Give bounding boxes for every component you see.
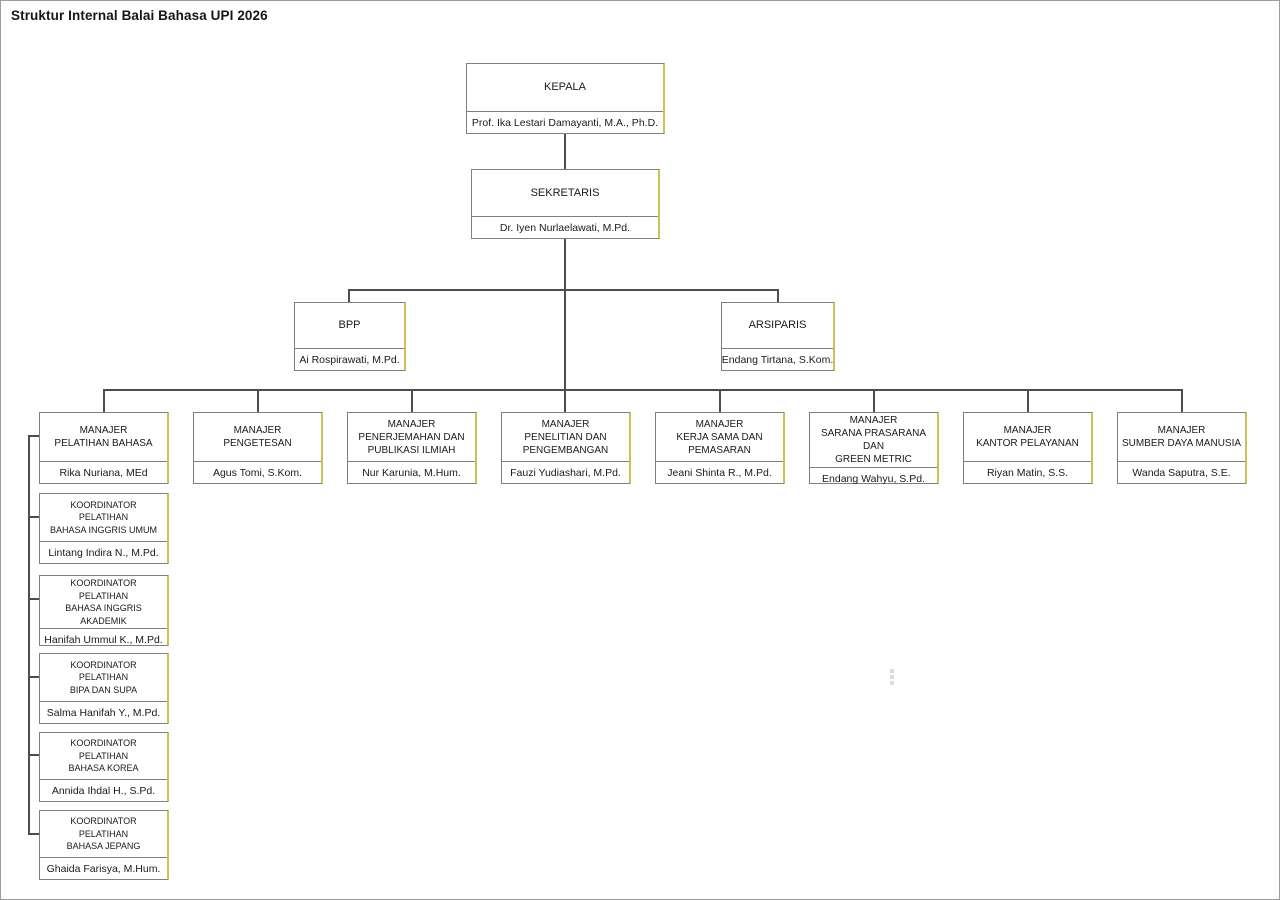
org-node-manager-sdm: MANAJER SUMBER DAYA MANUSIA Wanda Saputr… (1117, 412, 1247, 484)
node-title-coordinator-1: KOORDINATOR PELATIHAN BAHASA INGGRIS UMU… (40, 494, 167, 542)
node-title-kepala: KEPALA (467, 64, 663, 112)
connector-drop-arsiparis (777, 289, 779, 303)
connector-drop-manager-6 (873, 389, 875, 413)
connector-drop-manager-8 (1181, 389, 1183, 413)
node-person-arsiparis: Endang Tirtana, S.Kom. (721, 353, 834, 366)
org-node-koordinator-jepang: KOORDINATOR PELATIHAN BAHASA JEPANG Ghai… (39, 810, 169, 880)
node-person-manager-5: Jeani Shinta R., M.Pd. (667, 466, 772, 479)
node-person-manager-4: Fauzi Yudiashari, M.Pd. (510, 466, 621, 479)
connector-drop-bpp (348, 289, 350, 303)
connector-stub-coordinator-5 (28, 833, 40, 835)
node-title-bpp: BPP (295, 303, 404, 349)
node-person-manager-6: Endang Wahyu, S.Pd. (822, 472, 925, 485)
connector-drop-manager-1 (103, 389, 105, 413)
node-title-coordinator-4: KOORDINATOR PELATIHAN BAHASA KOREA (40, 733, 167, 780)
org-node-kepala: KEPALA Prof. Ika Lestari Damayanti, M.A.… (466, 63, 665, 134)
connector-drop-manager-2 (257, 389, 259, 413)
connector-stub-coordinator-1 (28, 516, 40, 518)
node-title-manager-8: MANAJER SUMBER DAYA MANUSIA (1118, 413, 1245, 462)
org-node-koordinator-korea: KOORDINATOR PELATIHAN BAHASA KOREA Annid… (39, 732, 169, 802)
connector-coordinator-bracket (28, 435, 30, 835)
node-title-coordinator-2: KOORDINATOR PELATIHAN BAHASA INGGRIS AKA… (40, 576, 167, 629)
org-node-koordinator-bipa-supa: KOORDINATOR PELATIHAN BIPA DAN SUPA Salm… (39, 653, 169, 724)
org-node-manager-penerjemahan: MANAJER PENERJEMAHAN DAN PUBLIKASI ILMIA… (347, 412, 477, 484)
selection-handle-artifact (890, 669, 894, 673)
page-title: Struktur Internal Balai Bahasa UPI 2026 (11, 8, 268, 23)
org-node-koordinator-inggris-akademik: KOORDINATOR PELATIHAN BAHASA INGGRIS AKA… (39, 575, 169, 646)
node-person-manager-8: Wanda Saputra, S.E. (1132, 466, 1231, 479)
org-node-manager-pengetesan: MANAJER PENGETESAN Agus Tomi, S.Kom. (193, 412, 323, 484)
org-node-bpp: BPP Ai Rospirawati, M.Pd. (294, 302, 406, 371)
connector-stub-manager-1 (28, 435, 40, 437)
connector-drop-manager-4 (564, 389, 566, 413)
node-person-coordinator-2: Hanifah Ummul K., M.Pd. (44, 633, 163, 646)
connector-stub-coordinator-2 (28, 598, 40, 600)
node-title-manager-3: MANAJER PENERJEMAHAN DAN PUBLIKASI ILMIA… (348, 413, 475, 462)
connector-drop-manager-5 (719, 389, 721, 413)
node-title-manager-7: MANAJER KANTOR PELAYANAN (964, 413, 1091, 462)
node-title-manager-1: MANAJER PELATIHAN BAHASA (40, 413, 167, 462)
node-title-manager-5: MANAJER KERJA SAMA DAN PEMASARAN (656, 413, 783, 462)
org-node-manager-penelitian: MANAJER PENELITIAN DAN PENGEMBANGAN Fauz… (501, 412, 631, 484)
connector-bpp-arsiparis-spine (348, 289, 779, 291)
node-title-manager-6: MANAJER SARANA PRASARANA DAN GREEN METRI… (810, 413, 937, 468)
connector-stub-coordinator-4 (28, 754, 40, 756)
connector-kepala-sekretaris (564, 134, 566, 169)
node-person-sekretaris: Dr. Iyen Nurlaelawati, M.Pd. (499, 221, 631, 234)
node-title-manager-2: MANAJER PENGETESAN (194, 413, 321, 462)
connector-stub-coordinator-3 (28, 676, 40, 678)
org-node-manager-sarana: MANAJER SARANA PRASARANA DAN GREEN METRI… (809, 412, 939, 485)
org-node-koordinator-inggris-umum: KOORDINATOR PELATIHAN BAHASA INGGRIS UMU… (39, 493, 169, 564)
connector-sekretaris-managers (564, 239, 566, 391)
node-person-coordinator-4: Annida Ihdal H., S.Pd. (51, 784, 156, 797)
org-node-manager-pelatihan-bahasa: MANAJER PELATIHAN BAHASA Rika Nuriana, M… (39, 412, 169, 484)
connector-drop-manager-7 (1027, 389, 1029, 413)
node-person-bpp: Ai Rospirawati, M.Pd. (299, 353, 400, 366)
org-node-sekretaris: SEKRETARIS Dr. Iyen Nurlaelawati, M.Pd. (471, 169, 660, 239)
connector-managers-spine (103, 389, 1183, 391)
org-node-manager-kantor-pelayanan: MANAJER KANTOR PELAYANAN Riyan Matin, S.… (963, 412, 1093, 484)
connector-drop-manager-3 (411, 389, 413, 413)
node-person-coordinator-5: Ghaida Farisya, M.Hum. (46, 862, 161, 875)
node-person-manager-7: Riyan Matin, S.S. (986, 466, 1069, 479)
node-title-sekretaris: SEKRETARIS (472, 170, 658, 217)
node-title-manager-4: MANAJER PENELITIAN DAN PENGEMBANGAN (502, 413, 629, 462)
node-title-coordinator-3: KOORDINATOR PELATIHAN BIPA DAN SUPA (40, 654, 167, 702)
node-title-coordinator-5: KOORDINATOR PELATIHAN BAHASA JEPANG (40, 811, 167, 858)
org-node-arsiparis: ARSIPARIS Endang Tirtana, S.Kom. (721, 302, 835, 371)
node-person-manager-3: Nur Karunia, M.Hum. (362, 466, 461, 479)
org-node-manager-kerjasama: MANAJER KERJA SAMA DAN PEMASARAN Jeani S… (655, 412, 785, 484)
node-person-kepala: Prof. Ika Lestari Damayanti, M.A., Ph.D. (471, 116, 659, 129)
node-person-manager-2: Agus Tomi, S.Kom. (212, 466, 303, 479)
node-person-coordinator-3: Salma Hanifah Y., M.Pd. (46, 706, 161, 719)
node-person-coordinator-1: Lintang Indira N., M.Pd. (48, 546, 159, 559)
node-person-manager-1: Rika Nuriana, MEd (59, 466, 148, 479)
node-title-arsiparis: ARSIPARIS (722, 303, 833, 349)
